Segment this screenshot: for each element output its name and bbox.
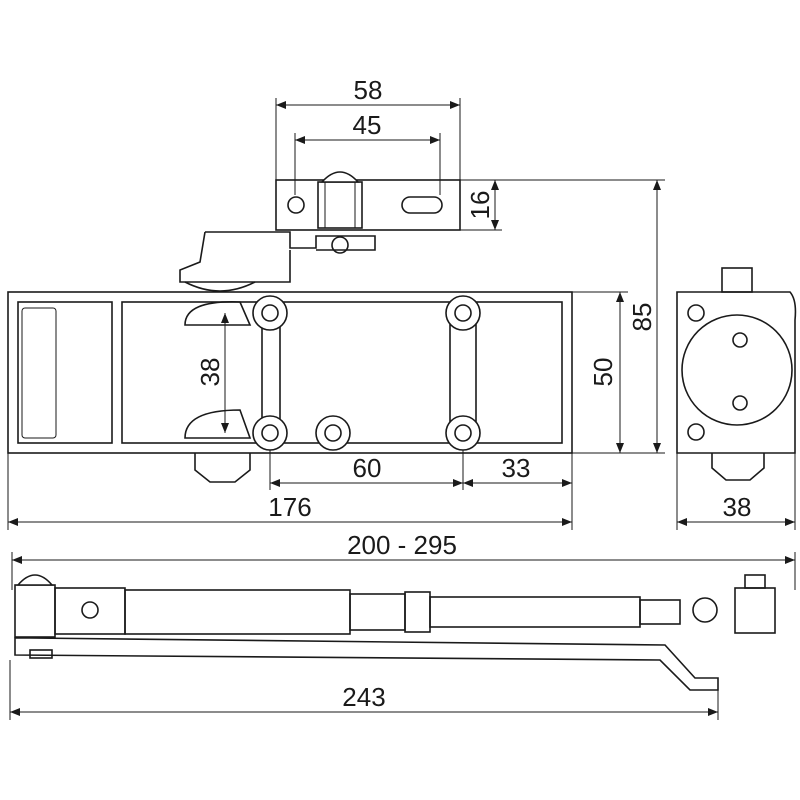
top-bracket	[179, 171, 461, 292]
dim-bracket-hole-spacing: 45	[353, 110, 382, 140]
dim-bracket-height: 16	[465, 191, 495, 220]
dim-arm-length: 243	[342, 682, 385, 712]
closer-arm	[14, 574, 776, 691]
dim-side-width: 38	[723, 492, 752, 522]
dim-arm-range: 200 - 295	[347, 530, 457, 560]
dim-mount-hole-vertical: 38	[195, 358, 225, 387]
dimension-lines	[7, 98, 796, 720]
mounting-holes	[252, 295, 481, 451]
closer-body-front	[7, 291, 573, 483]
dim-mount-hole-spacing: 60	[353, 453, 382, 483]
dim-total-height: 85	[627, 303, 657, 332]
closer-body-side	[676, 267, 797, 481]
dim-body-length: 176	[268, 492, 311, 522]
dimension-labels: 58 45 16 85 50 38 60 33 176 38 200 - 295…	[195, 75, 751, 712]
dim-hole-to-end: 33	[502, 453, 531, 483]
dim-bracket-width: 58	[354, 75, 383, 105]
dim-body-height: 50	[588, 358, 618, 387]
